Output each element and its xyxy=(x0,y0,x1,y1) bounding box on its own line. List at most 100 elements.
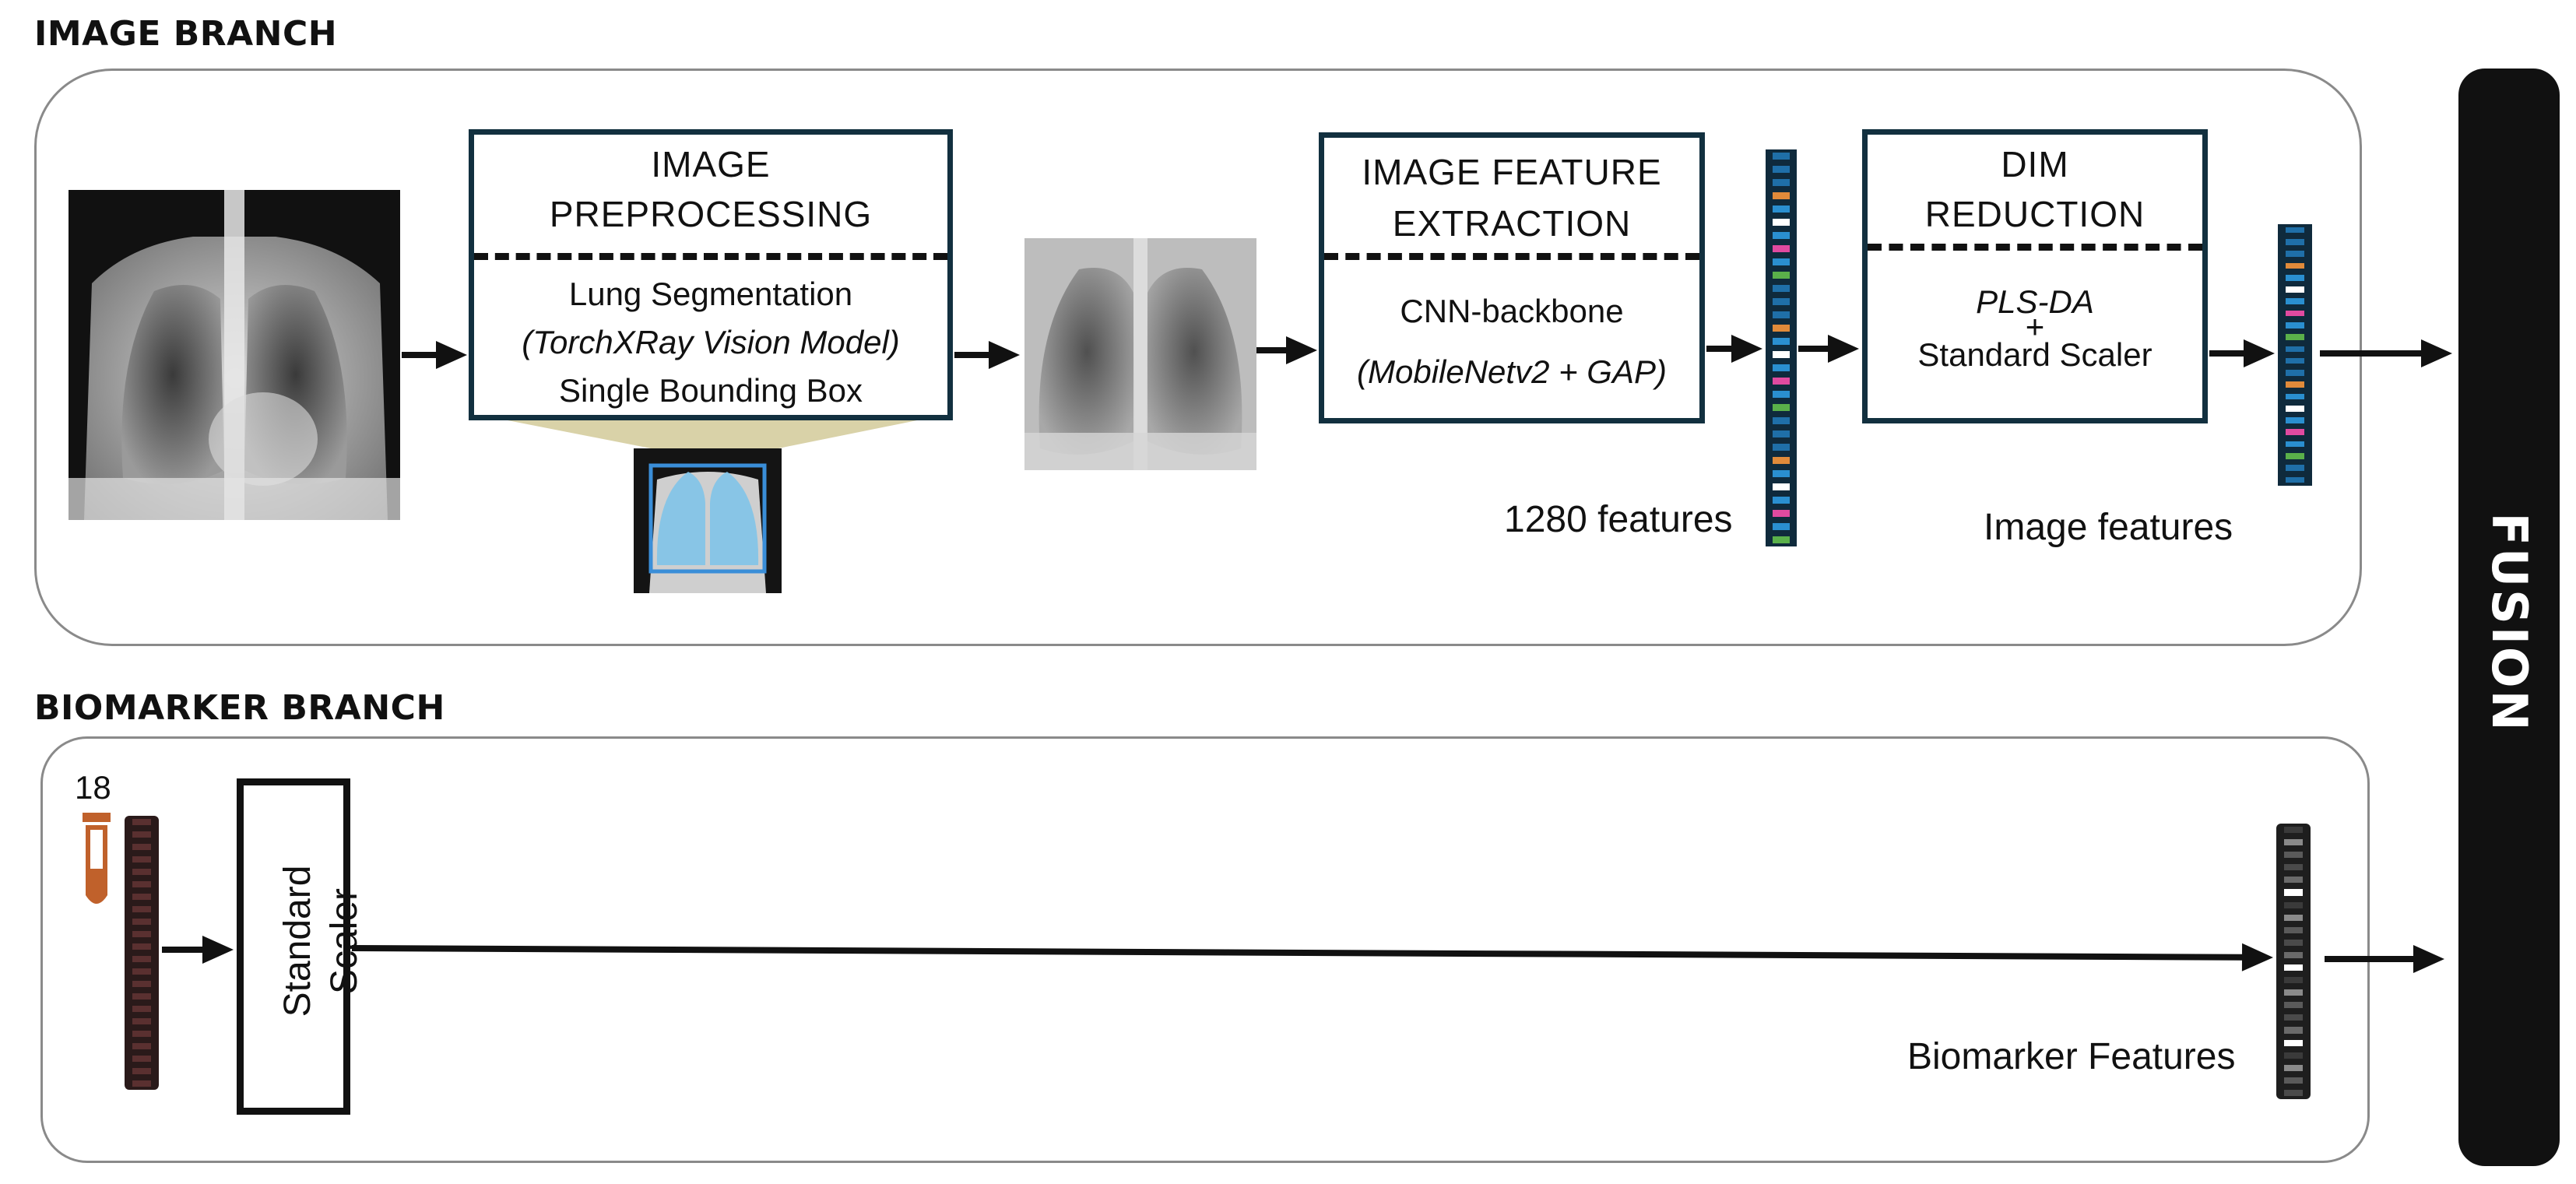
biomarker-count: 18 xyxy=(75,769,111,806)
vector-cell xyxy=(1772,497,1791,504)
vector-cell xyxy=(1772,232,1791,239)
vector-cell xyxy=(1772,510,1791,517)
scaler-line1: Standard xyxy=(277,865,318,1017)
image-preprocessing-box: IMAGE PREPROCESSING Lung Segmentation (T… xyxy=(469,129,953,420)
vector-cell xyxy=(1772,258,1791,265)
vector-cell xyxy=(132,1068,152,1074)
vector-cell xyxy=(1772,444,1791,451)
preprocessing-line2: (TorchXRay Vision Model) xyxy=(522,324,900,360)
vector-cell xyxy=(132,844,152,850)
extraction-heading-line2: EXTRACTION xyxy=(1392,203,1632,244)
vector-cell xyxy=(132,993,152,1000)
scaler-line2: Scaler xyxy=(324,887,365,995)
vector-cell xyxy=(1772,483,1791,490)
vector-cell xyxy=(1772,338,1791,345)
vector-cell xyxy=(132,856,152,863)
vector-cell xyxy=(2285,322,2305,328)
vector-cell xyxy=(2285,370,2305,376)
vector-cell xyxy=(1772,272,1791,279)
vector-cell xyxy=(2285,346,2305,353)
vector-cell xyxy=(2285,465,2305,471)
preprocessing-line1: Lung Segmentation xyxy=(568,276,853,312)
bounding-box xyxy=(648,463,767,574)
vector-cell xyxy=(132,819,152,825)
vector-cell xyxy=(2285,417,2305,423)
vector-cell xyxy=(2283,1052,2304,1059)
vector-cell xyxy=(2285,310,2305,317)
vector-cell xyxy=(1772,391,1791,398)
vector-cell xyxy=(132,906,152,912)
vector-cell xyxy=(1772,457,1791,464)
feature-vector-1280 xyxy=(1766,149,1797,546)
vector-cell xyxy=(2283,889,2304,896)
biomarker-branch-title: BIOMARKER BRANCH xyxy=(34,688,445,728)
vector-cell xyxy=(2283,964,2304,971)
vector-cell xyxy=(2285,334,2305,340)
vector-cell xyxy=(1772,166,1791,173)
vector-cell xyxy=(2283,839,2304,846)
vector-cell xyxy=(1772,523,1791,530)
extraction-divider xyxy=(1324,253,1699,260)
preprocessing-heading-line1: IMAGE xyxy=(651,144,771,184)
vector-cell xyxy=(132,968,152,975)
vector-cell xyxy=(2283,852,2304,859)
vector-cell xyxy=(2283,926,2304,933)
vector-cell xyxy=(2283,1077,2304,1084)
biomarker-input-vector xyxy=(125,816,159,1090)
biomarker-features-label: Biomarker Features xyxy=(1907,1036,2236,1077)
vector-cell xyxy=(1772,153,1791,160)
biomarker-branch-panel xyxy=(40,736,2370,1163)
vector-cell xyxy=(2285,476,2305,483)
fusion-label: FUSION xyxy=(2481,512,2538,733)
vector-cell xyxy=(132,919,152,925)
extraction-line2: (MobileNetv2 + GAP) xyxy=(1357,353,1667,390)
vector-cell xyxy=(2283,1039,2304,1046)
vector-cell xyxy=(2283,1089,2304,1096)
vector-cell xyxy=(132,831,152,838)
image-feature-vector xyxy=(2278,224,2312,486)
extraction-heading-line1: IMAGE FEATURE xyxy=(1362,152,1662,192)
vector-cell xyxy=(2285,239,2305,245)
vector-cell xyxy=(2285,227,2305,234)
standard-scaler-box: Standard Scaler xyxy=(237,778,365,1115)
biomarker-feature-vector xyxy=(2276,824,2311,1099)
vector-cell xyxy=(2283,827,2304,834)
image-branch-panel xyxy=(34,69,2362,646)
vector-cell xyxy=(132,1018,152,1024)
vector-cell xyxy=(2283,977,2304,984)
vector-cell xyxy=(132,881,152,887)
vector-cell xyxy=(2285,286,2305,293)
vector-cell xyxy=(2283,989,2304,996)
vector-cell xyxy=(132,1056,152,1062)
vector-cell xyxy=(2283,1014,2304,1021)
preprocessing-divider xyxy=(474,253,947,260)
vector-cell xyxy=(1772,470,1791,477)
vector-cell xyxy=(2283,951,2304,958)
dim-heading-line1: DIM xyxy=(2001,144,2069,184)
vector-cell xyxy=(132,943,152,950)
vector-cell xyxy=(1772,285,1791,292)
vector-cell xyxy=(1772,179,1791,186)
chest-xray-image xyxy=(69,190,400,520)
vector-cell xyxy=(132,1043,152,1049)
image-features-label: Image features xyxy=(1984,507,2233,548)
vector-cell xyxy=(2283,1002,2304,1009)
vector-cell xyxy=(2283,864,2304,871)
vector-cell xyxy=(2283,914,2304,921)
vector-cell xyxy=(1772,430,1791,437)
vector-cell xyxy=(2283,901,2304,908)
vector-cell xyxy=(2285,405,2305,412)
vector-cell xyxy=(1772,417,1791,424)
vector-cell xyxy=(132,869,152,875)
dim-line1: PLS-DA xyxy=(1976,283,2094,320)
image-branch-title: IMAGE BRANCH xyxy=(34,14,338,54)
dim-heading-line2: REDUCTION xyxy=(1924,194,2145,234)
vector-cell xyxy=(132,981,152,987)
vector-cell xyxy=(1772,325,1791,332)
preprocessing-heading-line2: PREPROCESSING xyxy=(549,194,873,234)
segmentation-thumbnail xyxy=(634,448,782,593)
vector-cell xyxy=(2285,251,2305,257)
dim-line2: + xyxy=(2025,308,2045,345)
vector-cell xyxy=(1772,311,1791,318)
vector-cell xyxy=(1772,351,1791,358)
